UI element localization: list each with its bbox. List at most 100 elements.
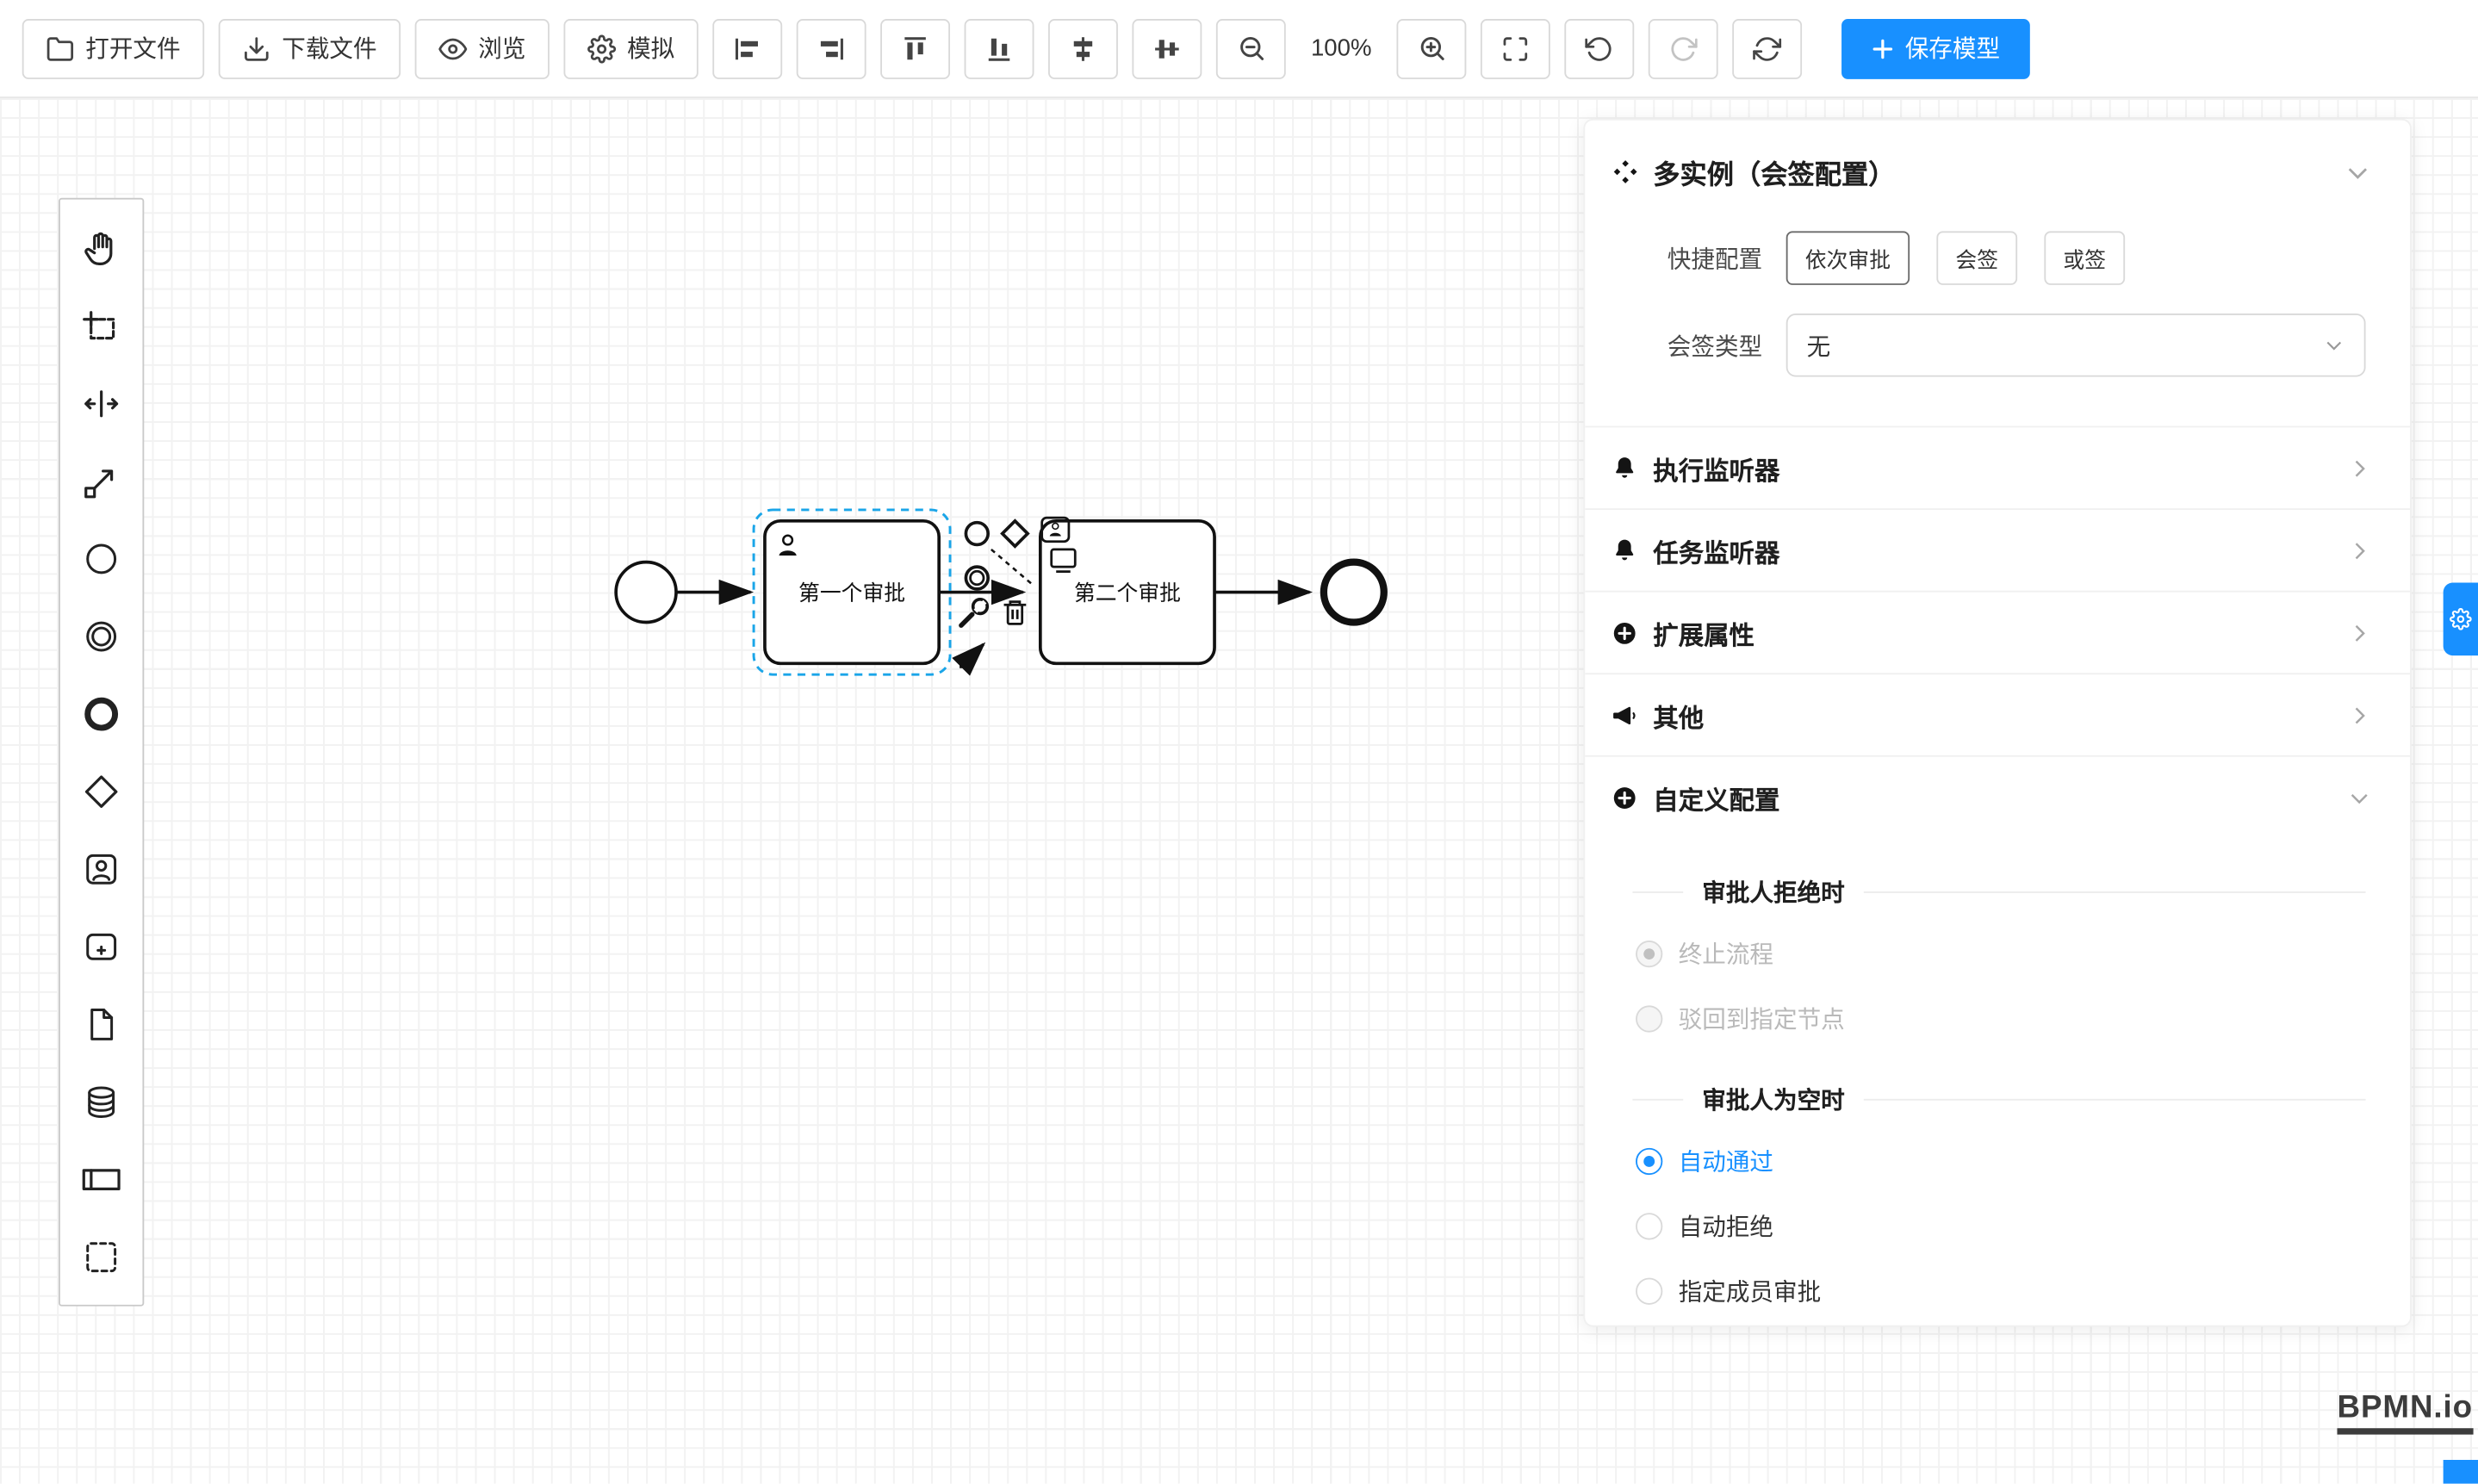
hand-tool[interactable]: [65, 209, 138, 287]
task2-label: 第二个审批: [1074, 581, 1181, 605]
save-model-label: 保存模型: [1904, 36, 2001, 64]
section-extended-attributes[interactable]: 扩展属性: [1585, 590, 2411, 674]
open-file-button[interactable]: 打开文件: [22, 18, 205, 79]
folder-icon: [47, 36, 74, 60]
create-user-task[interactable]: [65, 829, 138, 907]
create-intermediate-event[interactable]: [65, 597, 138, 674]
align-left-icon: [736, 37, 759, 59]
radio-icon[interactable]: [1636, 941, 1663, 968]
lasso-tool[interactable]: [65, 287, 138, 364]
global-connect-tool[interactable]: [65, 442, 138, 519]
save-model-button[interactable]: 保存模型: [1841, 18, 2030, 79]
create-gateway[interactable]: [65, 752, 138, 829]
intermediate-event-icon: [86, 620, 117, 651]
distribute-horizontal-button[interactable]: [1048, 18, 1119, 79]
align-top-button[interactable]: [880, 18, 951, 79]
sign-type-select[interactable]: 无: [1786, 314, 2366, 377]
space-tool[interactable]: [65, 364, 138, 442]
megaphone-icon: [1613, 705, 1636, 724]
bpmn-io-logo: BPMN.io: [2337, 1390, 2474, 1435]
quick-option-countersign[interactable]: 会签: [1936, 231, 2018, 285]
sign-type-label: 会签类型: [1667, 332, 1763, 361]
corner-accent-badge: [2443, 1460, 2478, 1484]
create-sub-process[interactable]: [65, 907, 138, 984]
append-event-icon[interactable]: [964, 520, 991, 547]
undo-button[interactable]: [1564, 18, 1635, 79]
create-start-event[interactable]: [65, 519, 138, 597]
distribute-vertical-button[interactable]: [1132, 18, 1202, 79]
screen-icon[interactable]: [1050, 548, 1077, 574]
align-bottom-icon: [988, 37, 1010, 60]
radio-icon[interactable]: [1636, 1213, 1663, 1240]
reject-divider: 审批人拒绝时: [1632, 876, 2365, 910]
radio-return-to-node[interactable]: 驳回到指定节点: [1632, 986, 2365, 1051]
eye-icon: [438, 37, 468, 59]
connect-icon[interactable]: [952, 642, 986, 676]
download-file-button[interactable]: 下载文件: [218, 18, 401, 79]
append-user-task-icon[interactable]: [1040, 516, 1071, 543]
panel-toggle-tab[interactable]: [2443, 582, 2478, 656]
redo-button[interactable]: [1648, 18, 1718, 79]
browse-label: 浏览: [478, 36, 526, 64]
refresh-button[interactable]: [1732, 18, 1803, 79]
data-store-icon: [88, 1085, 115, 1118]
plus-circle-icon: [1613, 622, 1636, 643]
plus-icon: [1872, 38, 1893, 59]
task-second-approval[interactable]: 第二个审批: [1038, 518, 1216, 666]
align-left-button[interactable]: [712, 18, 783, 79]
section-execution-listener[interactable]: 执行监听器: [1585, 425, 2411, 509]
radio-icon[interactable]: [1636, 1005, 1663, 1033]
start-event[interactable]: [614, 560, 678, 624]
end-event-icon: [84, 696, 119, 730]
fit-viewport-button[interactable]: [1481, 18, 1550, 79]
create-data-store[interactable]: [65, 1063, 138, 1140]
create-group[interactable]: [65, 1218, 138, 1295]
download-file-label: 下载文件: [282, 36, 377, 64]
context-pad: [952, 516, 1077, 676]
section-custom-config[interactable]: 自定义配置: [1585, 754, 2411, 838]
quick-option-orsign[interactable]: 或签: [2044, 231, 2126, 285]
quick-option-sequential[interactable]: 依次审批: [1786, 231, 1910, 285]
radio-auto-reject[interactable]: 自动拒绝: [1632, 1194, 2365, 1258]
append-intermediate-event-inner: [969, 569, 985, 587]
empty-divider: 审批人为空时: [1632, 1083, 2365, 1116]
append-gateway-icon[interactable]: [1000, 518, 1030, 549]
append-intermediate-event-icon[interactable]: [964, 565, 991, 591]
panel-header[interactable]: 多实例（会签配置）: [1585, 121, 2410, 217]
create-participant[interactable]: [65, 1140, 138, 1218]
zoom-out-button[interactable]: [1216, 18, 1286, 79]
bell-icon: [1616, 538, 1634, 560]
browse-button[interactable]: 浏览: [414, 18, 550, 79]
zoom-in-button[interactable]: [1396, 18, 1467, 79]
chevron-down-icon: [2326, 341, 2342, 351]
section-label: 执行监听器: [1653, 458, 1780, 486]
trash-icon[interactable]: [1003, 600, 1027, 625]
section-other[interactable]: 其他: [1585, 673, 2411, 755]
fit-viewport-icon: [1503, 36, 1528, 60]
group-icon: [86, 1241, 117, 1272]
chevron-up-icon[interactable]: [2344, 158, 2372, 186]
align-bottom-button[interactable]: [964, 18, 1034, 79]
section-task-listener[interactable]: 任务监听器: [1585, 508, 2411, 591]
simulate-button[interactable]: 模拟: [563, 18, 699, 79]
section-label: 其他: [1653, 705, 1705, 733]
chevron-right-icon: [2347, 456, 2372, 481]
align-top-icon: [904, 36, 926, 59]
radio-terminate-process[interactable]: 终止流程: [1632, 922, 2365, 986]
panel-sections: 执行监听器 任务监听器 扩展属性 其他 自定义配置: [1585, 425, 2411, 1326]
radio-auto-pass[interactable]: 自动通过: [1632, 1129, 2365, 1194]
end-event[interactable]: [1320, 558, 1388, 626]
align-right-button[interactable]: [796, 18, 866, 79]
radio-icon[interactable]: [1636, 1147, 1663, 1176]
palette: [59, 197, 145, 1307]
wrench-icon[interactable]: [959, 597, 990, 628]
radio-icon[interactable]: [1636, 1277, 1663, 1305]
redo-icon: [1671, 36, 1698, 60]
distribute-vertical-icon: [1155, 39, 1179, 58]
sign-type-value: 无: [1806, 332, 1831, 361]
task-first-approval[interactable]: 第一个审批: [763, 518, 941, 666]
create-data-object[interactable]: [65, 984, 138, 1062]
radio-assign-member[interactable]: 指定成员审批: [1632, 1259, 2365, 1324]
create-end-event[interactable]: [65, 674, 138, 752]
zoom-level: 100%: [1310, 34, 1372, 62]
